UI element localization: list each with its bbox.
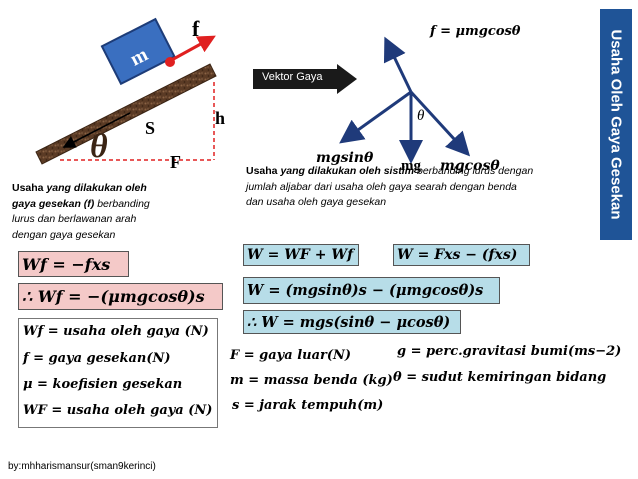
friction-label: f <box>192 16 200 41</box>
sidebar-title: Usaha Oleh Gaya Gesekan <box>607 29 625 220</box>
legend-mid-item: s = jarak tempuh(m) <box>232 398 384 413</box>
legend-left-item: μ = koefisien gesekan <box>23 377 183 392</box>
work-expand-box: W = (mgsinθ)s − (μmgcosθ)s <box>243 277 500 304</box>
angle-label: θ <box>90 128 108 165</box>
cos-component-label: mgcosθ <box>440 158 500 174</box>
legend-left-item: Wf = usaha oleh gaya (N) <box>23 324 209 339</box>
force-vector-diagram <box>339 36 471 164</box>
legend-left-item: f = gaya gesekan(N) <box>23 351 171 366</box>
work-fxs-box: W = Fxs − (fxs) <box>393 244 530 266</box>
legend-left-box <box>18 318 218 428</box>
block-m <box>100 17 176 86</box>
left-description: Usaha yang dilakukan oleh gaya gesekan (… <box>12 182 150 241</box>
legend-mid-item: F = gaya luar(N) <box>230 348 352 363</box>
work-sum-box: W = WF + Wf <box>243 244 359 266</box>
friction-vector <box>383 36 413 93</box>
legend-right-item: g = perc.gravitasi bumi(ms−2) <box>397 344 622 359</box>
work-final-box: ∴ W = mgs(sinθ − μcosθ) <box>243 310 461 334</box>
displacement-arrow <box>62 112 131 148</box>
force-label: F <box>170 152 181 172</box>
contact-point <box>165 57 175 67</box>
legend-mid-item: m = massa benda (kg) <box>230 373 393 388</box>
displacement-label: S <box>145 118 156 138</box>
vector-arrow-label: Vektor Gaya <box>262 71 323 83</box>
friction-work-result-box: ∴ Wf = −(μmgcosθ)s <box>18 283 223 310</box>
gravity-label: mg <box>401 158 421 174</box>
cos-component-vector <box>409 90 471 157</box>
left-desc-bold: Usaha <box>12 182 47 194</box>
vector-arrow-shape <box>253 64 357 94</box>
height-label: h <box>215 108 226 128</box>
friction-arrow <box>167 35 216 64</box>
sin-component-label: mgsinθ <box>316 150 374 166</box>
incline-diagram <box>35 17 217 165</box>
footer-credit: by:mhharismansur(sman9kerinci) <box>8 461 156 472</box>
vector-angle-label: θ <box>417 108 425 124</box>
legend-left-item: WF = usaha oleh gaya (N) <box>23 403 213 418</box>
right-description: Usaha yang dilakukan oleh sistim berband… <box>246 165 534 208</box>
friction-work-box: Wf = −fxs <box>18 251 129 277</box>
sidebar-title-banner: Usaha Oleh Gaya Gesekan <box>600 9 632 240</box>
legend-right-item: θ = sudut kemiringan bidang <box>393 370 607 385</box>
sin-component-vector <box>339 90 412 144</box>
friction-vector-label: f = μmgcosθ <box>430 24 521 39</box>
